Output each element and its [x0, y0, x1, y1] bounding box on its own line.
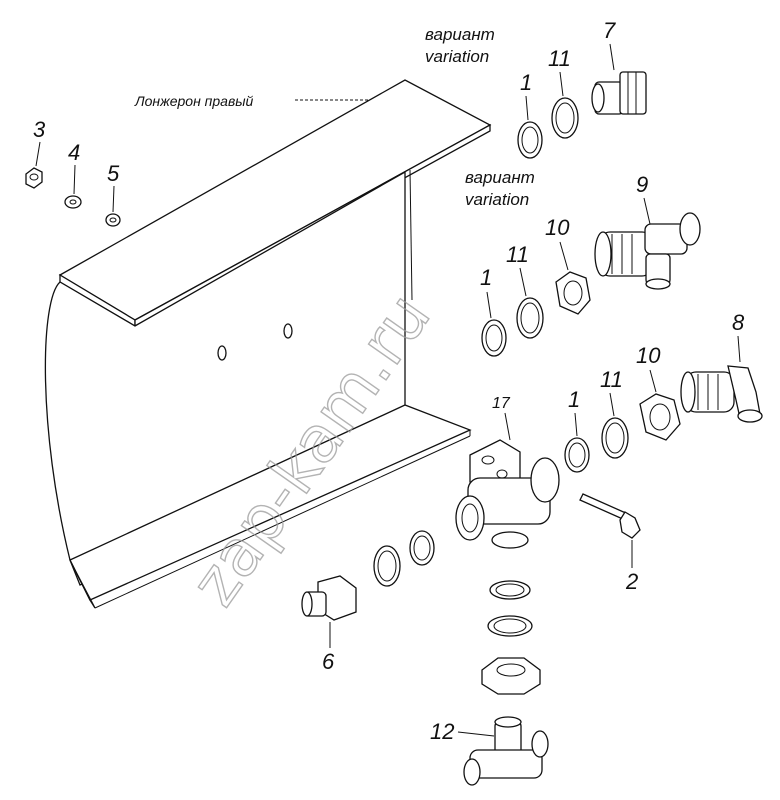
elbow-8: [680, 365, 763, 423]
tee-12: [463, 716, 549, 786]
tee-body-17: [455, 439, 560, 549]
variant-ru-2: вариант: [465, 168, 535, 187]
callout-10b: 10: [636, 343, 661, 368]
nut-10-low: [639, 393, 681, 441]
frame-spar: [44, 79, 492, 609]
variant-ru-1: вариант: [425, 25, 495, 44]
callout-1b: 1: [480, 265, 492, 290]
callout-6: 6: [322, 649, 335, 674]
callout-2: 2: [625, 569, 638, 594]
callout-1c: 1: [568, 387, 580, 412]
sealing-ring-left-a: [409, 530, 435, 566]
variant-en-1: variation: [425, 47, 489, 66]
union-7: [591, 71, 647, 115]
spar-label: Лонжерон правый: [134, 93, 254, 109]
variant-en-2: variation: [465, 190, 529, 209]
callout-3: 3: [33, 117, 46, 142]
callout-7: 7: [603, 18, 616, 43]
callout-9: 9: [636, 172, 648, 197]
callout-11a: 11: [548, 46, 571, 71]
washer-4: [64, 195, 82, 209]
sealing-ring-1-mid: [481, 319, 507, 357]
nut-bottom: [481, 657, 541, 695]
sealing-ring-11-low: [601, 417, 629, 459]
callout-4: 4: [68, 140, 80, 165]
nut-10-mid: [555, 271, 591, 315]
tee-9: [594, 212, 701, 290]
callout-12: 12: [430, 719, 454, 744]
sealing-ring-11-top: [551, 97, 579, 139]
union-6: [301, 575, 357, 621]
callout-11b: 11: [506, 242, 529, 267]
callout-10a: 10: [545, 215, 570, 240]
sealing-ring-1-low: [564, 437, 590, 473]
sealing-ring-11-mid: [516, 297, 544, 339]
callout-5: 5: [107, 161, 120, 186]
sealing-ring-1-top: [517, 121, 543, 159]
nut-3: [25, 167, 43, 189]
callout-8: 8: [732, 310, 745, 335]
lock-washer-5: [105, 213, 121, 227]
sealing-ring-bottom-a: [489, 580, 531, 600]
bolt-2: [579, 493, 641, 539]
callout-11c: 11: [600, 367, 623, 392]
callout-17: 17: [492, 395, 511, 412]
sealing-ring-bottom-b: [487, 615, 533, 637]
sealing-ring-left-b: [373, 545, 401, 587]
callout-1a: 1: [520, 70, 532, 95]
